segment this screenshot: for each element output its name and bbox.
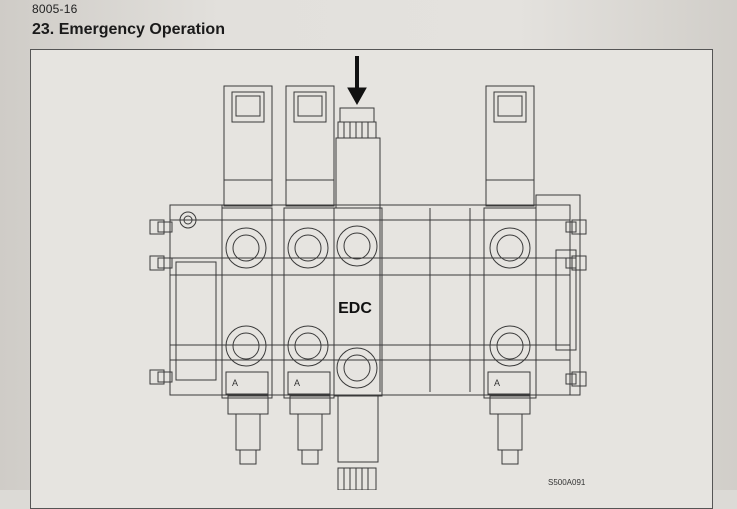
- svg-text:A: A: [232, 378, 238, 388]
- solenoid-section-2: A: [283, 85, 335, 465]
- figure-frame: [30, 49, 713, 509]
- right-bolts: [535, 194, 587, 396]
- valve-body: [169, 204, 571, 396]
- edc-label: EDC: [338, 300, 372, 317]
- pointer-arrow-icon: [347, 56, 367, 106]
- solenoid-section-4: A: [483, 85, 537, 465]
- valve-diagram: A A: [149, 56, 587, 490]
- svg-text:A: A: [294, 378, 300, 388]
- solenoid-section-1: A: [221, 85, 273, 465]
- svg-text:A: A: [494, 378, 500, 388]
- inlet-section: [169, 204, 223, 396]
- document-code: 8005-16: [32, 2, 78, 16]
- figure-code: S500A091: [548, 478, 586, 487]
- edc-section: [333, 107, 383, 490]
- left-bolts: [149, 219, 173, 385]
- section-title: 23. Emergency Operation: [32, 21, 225, 38]
